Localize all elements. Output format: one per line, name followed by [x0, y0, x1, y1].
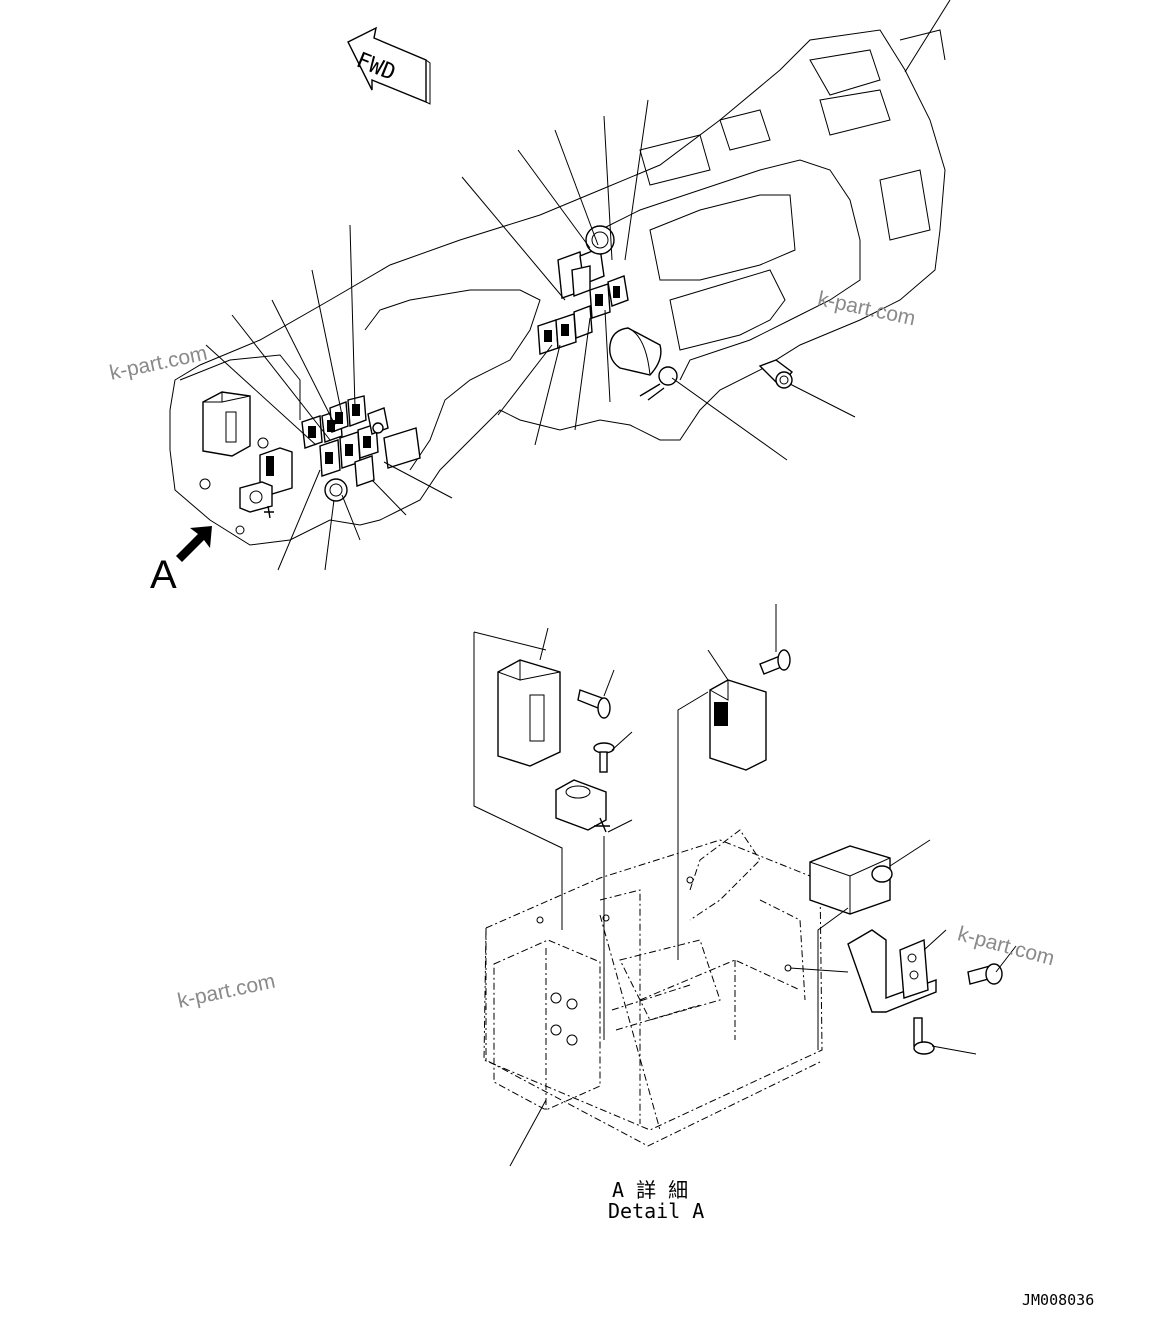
detail-bracket	[847, 929, 937, 1013]
left-switch-panel	[301, 395, 421, 502]
detail-title-jp: A 詳 細	[612, 1178, 689, 1202]
leader-lines-upper	[205, 0, 951, 571]
centre-switch-cluster	[537, 225, 629, 355]
detail-bolt-right	[967, 963, 1003, 985]
view-direction-arrow-icon	[176, 526, 212, 562]
detail-screw-2	[593, 742, 615, 773]
detail-buzzer	[555, 779, 610, 833]
detail-control-module	[497, 659, 561, 767]
forward-arrow-icon	[347, 26, 431, 105]
detail-a-frame	[483, 829, 823, 1147]
view-marker-letter: A	[150, 553, 177, 597]
leader-lines-detail	[473, 604, 1017, 1167]
right-knob	[758, 359, 794, 389]
detail-title-en: Detail A	[608, 1199, 705, 1223]
detail-bolt-bottom	[913, 1017, 935, 1055]
drawing-code: JM008036	[1022, 1291, 1095, 1309]
key-switch	[609, 327, 678, 401]
detail-screw-1	[577, 689, 611, 719]
buzzer	[239, 481, 274, 519]
detail-relay	[709, 679, 767, 771]
detail-switch-box	[809, 845, 893, 915]
control-module	[202, 391, 251, 457]
detail-bolt-top	[759, 649, 791, 675]
